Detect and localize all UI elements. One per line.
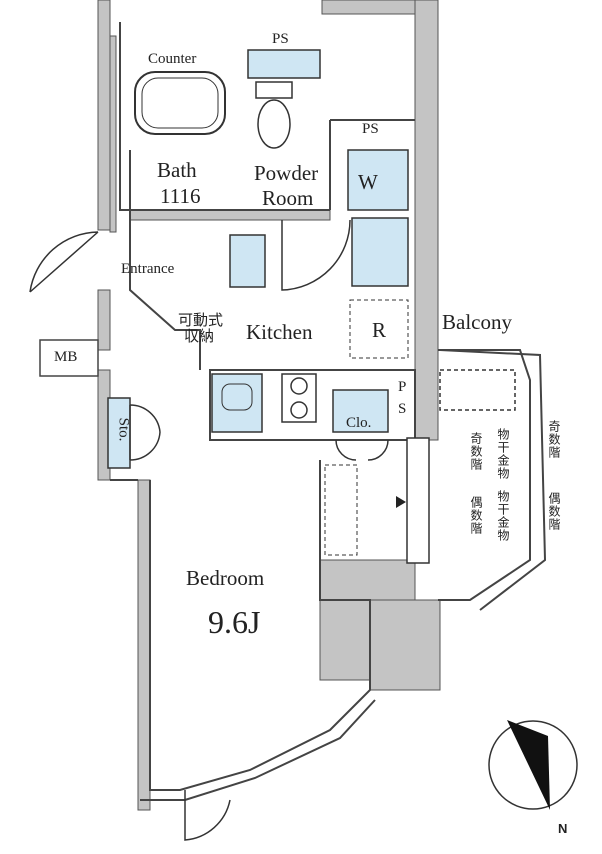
balcony-sliding-window[interactable]: [406, 437, 430, 564]
bath-size-label: 1116: [160, 184, 201, 208]
sink-icon: [221, 383, 253, 411]
bathtub-icon: [134, 71, 226, 135]
stove-icon: [281, 373, 317, 423]
ps-kitchen-label-2: S: [398, 401, 407, 417]
ps-right-label: PS: [362, 121, 379, 137]
balcony-label: Balcony: [442, 310, 512, 334]
mb-label: MB: [54, 349, 78, 365]
odd-floor-label-2: 奇数階: [547, 420, 561, 459]
compass-north-label: N: [558, 821, 568, 836]
compass-icon: [488, 720, 578, 810]
storage-label: Sto.: [115, 417, 132, 442]
closet-label: Clo.: [346, 415, 372, 431]
ps-kitchen-label-1: P: [398, 379, 407, 395]
washer-label: W: [358, 170, 378, 194]
fixtures: [107, 49, 516, 469]
movable-storage-shelf: [229, 234, 266, 288]
movable-storage-label-1: 可動式: [178, 313, 224, 329]
bath-label: Bath: [157, 158, 197, 182]
drying-hardware-label-2: 物干金物: [496, 490, 510, 542]
counter-label: Counter: [148, 51, 197, 67]
kitchen-label: Kitchen: [246, 320, 313, 344]
refrigerator-space: [349, 299, 409, 359]
entry-arrow-icon: [396, 496, 406, 508]
bedroom-size-label: 9.6J: [208, 604, 261, 640]
powder-room-label-1: Powder: [254, 161, 319, 185]
refrigerator-label: R: [372, 318, 387, 342]
entrance-label: Entrance: [121, 261, 175, 277]
drying-hardware-label-1: 物干金物: [496, 428, 510, 480]
wall-lines: [110, 22, 547, 801]
odd-floor-label-1: 奇数階: [469, 432, 483, 471]
toilet-icon: [255, 81, 293, 149]
powder-room-label-2: Room: [262, 186, 314, 210]
even-floor-label-1: 偶数階: [469, 496, 483, 535]
meter-box: [39, 339, 99, 377]
movable-storage-label-2: 収納: [184, 329, 215, 345]
bedroom-label: Bedroom: [186, 566, 265, 590]
ps-top-label: PS: [272, 31, 289, 47]
walls: [97, 0, 441, 811]
even-floor-label-2: 偶数階: [547, 492, 561, 531]
doors[interactable]: [29, 219, 389, 841]
